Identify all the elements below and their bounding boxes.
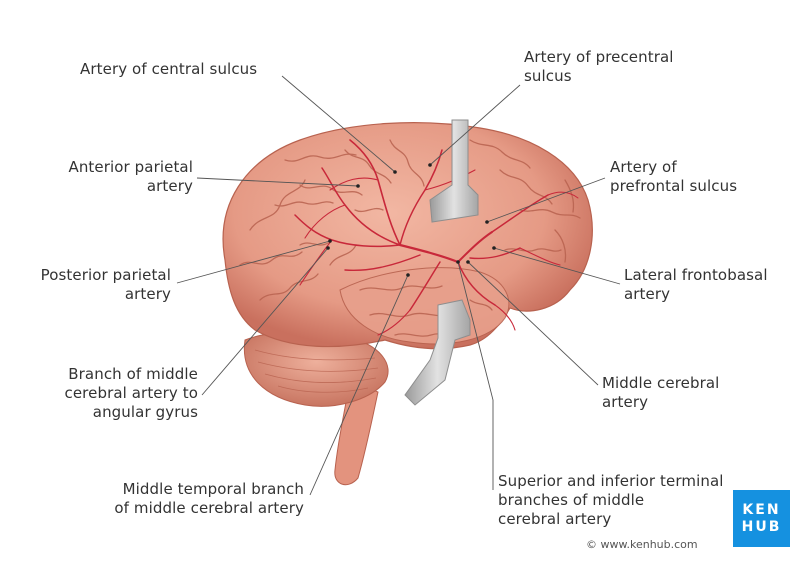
- leader-dot-middle-cerebral: [466, 260, 470, 264]
- label-central-sulcus: Artery of central sulcus: [80, 60, 258, 78]
- gyrus-2: [259, 273, 319, 301]
- leader-dots: [326, 163, 496, 277]
- leader-dot-central-sulcus: [393, 170, 397, 174]
- leader-dot-middle-temporal: [406, 273, 410, 277]
- leader-lines: [176, 75, 621, 496]
- gyrus-17: [329, 244, 357, 266]
- gyrus-6: [344, 149, 392, 184]
- leader-anterior-parietal: [196, 177, 359, 187]
- leader-dot-anterior-parietal: [356, 184, 360, 188]
- leader-prefrontal-sulcus: [486, 177, 606, 223]
- label-anterior-parietal: Anterior parietal artery: [68, 158, 193, 195]
- label-posterior-parietal: Posterior parietal artery: [40, 266, 171, 303]
- gyrus-10: [519, 209, 581, 219]
- leader-terminal-branches: [457, 261, 494, 490]
- leader-dot-angular-gyrus: [326, 246, 330, 250]
- kenhub-logo: KEN HUB: [733, 490, 790, 547]
- leader-posterior-parietal: [176, 240, 331, 284]
- cerebellum-folia: [254, 349, 379, 393]
- logo-line-1: KEN: [742, 501, 781, 518]
- gyrus-7: [389, 139, 425, 187]
- leader-angular-gyrus: [201, 247, 329, 396]
- gyrus-13: [564, 179, 575, 213]
- gyrus-5: [274, 201, 334, 207]
- label-terminal-branches: Superior and inferior terminal branches …: [498, 472, 724, 528]
- gyrus-12: [554, 229, 567, 263]
- gyrus-21: [469, 299, 493, 311]
- gyrus-15: [369, 312, 449, 318]
- gyrus-19: [299, 242, 329, 246]
- leader-middle-temporal: [309, 274, 409, 496]
- gyrus-9: [499, 169, 553, 205]
- leader-dot-lateral-frontobasal: [492, 246, 496, 250]
- arteries: [294, 139, 579, 336]
- label-middle-cerebral: Middle cerebral artery: [602, 374, 720, 411]
- leader-dot-terminal-branches: [456, 260, 460, 264]
- copyright-notice: © www.kenhub.com: [586, 538, 698, 551]
- gyrus-0: [249, 179, 306, 231]
- gyrus-1: [239, 251, 303, 266]
- gyrus-8: [469, 139, 531, 169]
- retractor-lower: [404, 299, 471, 406]
- leader-central-sulcus: [281, 75, 396, 173]
- label-middle-temporal: Middle temporal branch of middle cerebra…: [114, 480, 304, 517]
- leader-lateral-frontobasal: [493, 247, 621, 285]
- gyrus-3: [284, 153, 357, 162]
- leader-dot-prefrontal-sulcus: [485, 220, 489, 224]
- label-angular-gyrus: Branch of middle cerebral artery to angu…: [64, 365, 198, 421]
- label-lateral-frontobasal: Lateral frontobasal artery: [624, 266, 768, 303]
- retractor-upper: [429, 119, 479, 223]
- leader-middle-cerebral: [467, 261, 599, 386]
- leader-dot-precentral-sulcus: [428, 163, 432, 167]
- leader-precentral-sulcus: [429, 84, 521, 166]
- gyrus-11: [504, 248, 562, 252]
- gyrus-18: [354, 207, 384, 213]
- label-prefrontal-sulcus: Artery of prefrontal sulcus: [610, 158, 738, 195]
- logo-line-2: HUB: [741, 518, 782, 535]
- label-precentral-sulcus: Artery of precentral sulcus: [524, 48, 674, 85]
- leader-dot-posterior-parietal: [328, 239, 332, 243]
